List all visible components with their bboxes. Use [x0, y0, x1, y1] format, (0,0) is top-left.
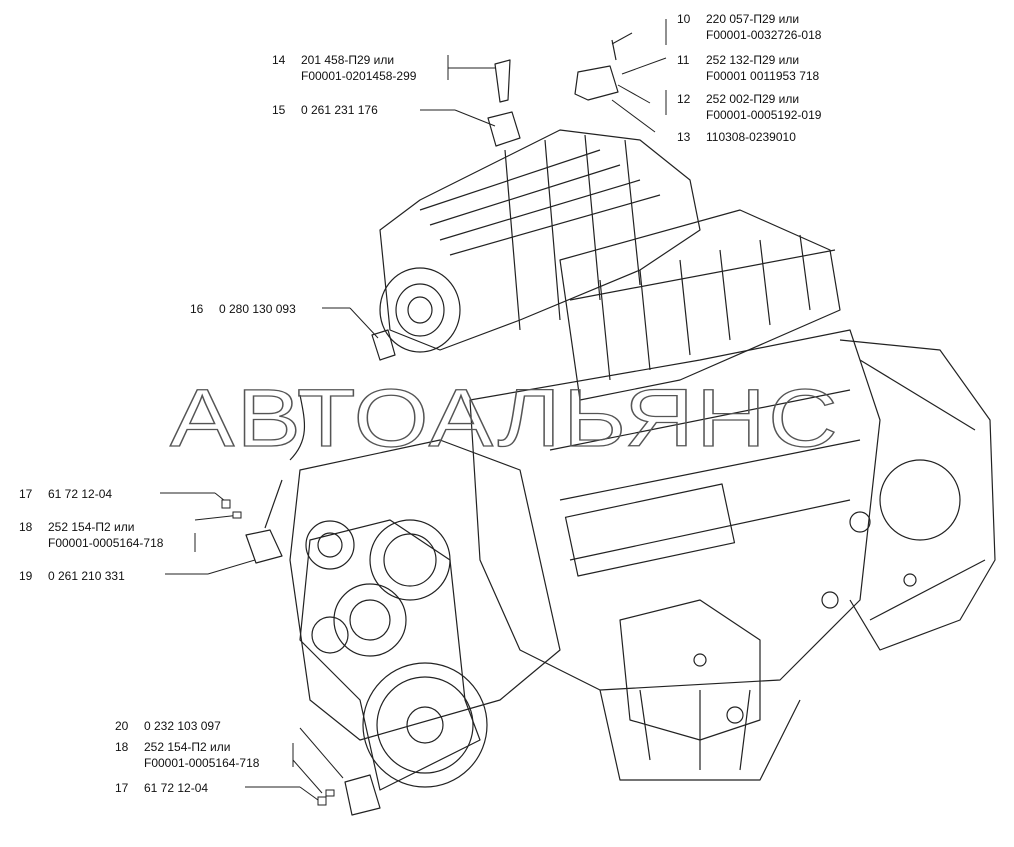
sensor-10-13	[574, 65, 619, 101]
callout-10-line1: 220 057-П29 или	[706, 12, 800, 26]
callout-17b-number: 17	[115, 781, 129, 795]
sensor-19	[245, 529, 283, 564]
sensor-15	[487, 111, 521, 147]
callout-16-number: 16	[190, 302, 204, 316]
crank-pulley	[362, 662, 488, 788]
callout-17a-line1: 61 72 12-04	[48, 487, 113, 501]
callout-18a-line1: 252 154-П2 или	[48, 520, 135, 534]
pulley-tensioner	[311, 616, 349, 654]
callout-15-number: 15	[272, 103, 286, 117]
callout-12-line2: F00001-0005192-019	[706, 108, 822, 122]
lambda-wire	[289, 394, 306, 461]
intake-manifold	[379, 129, 701, 351]
sensor-20	[344, 774, 381, 816]
callout-13-number: 13	[677, 130, 691, 144]
callout-10-number: 10	[677, 12, 691, 26]
pulley-mid	[333, 583, 407, 657]
callout-10-line2: F00001-0032726-018	[706, 28, 822, 42]
callout-14-line1: 201 458-П29 или	[301, 53, 395, 67]
engine-mount	[619, 599, 761, 741]
engine-block	[469, 329, 881, 691]
callout-18a-line2: F00001-0005164-718	[48, 536, 164, 550]
callout-18a-number: 18	[19, 520, 33, 534]
callout-13-line1: 110308-0239010	[706, 130, 796, 144]
callout-11-line2: F00001 0011953 718	[706, 69, 820, 83]
callout-15-line1: 0 261 231 176	[301, 103, 378, 117]
callout-18b-line2: F00001-0005164-718	[144, 756, 260, 770]
callout-18b-number: 18	[115, 740, 129, 754]
callout-19-number: 19	[19, 569, 33, 583]
valve-cover	[559, 209, 841, 401]
timing-cover	[289, 439, 561, 741]
oil-pan	[599, 689, 801, 781]
callout-19-line1: 0 261 210 331	[48, 569, 125, 583]
callout-12-number: 12	[677, 92, 691, 106]
drive-belt	[299, 519, 481, 791]
callout-17b-line1: 61 72 12-04	[144, 781, 209, 795]
bell-housing	[839, 339, 996, 651]
throttle-body	[379, 267, 461, 353]
callout-17a-number: 17	[19, 487, 33, 501]
pulley-upper	[369, 519, 451, 601]
callout-11-line1: 252 132-П29 или	[706, 53, 800, 67]
sensor-16	[371, 329, 396, 361]
sensor-14	[494, 59, 511, 103]
callout-18b-line1: 252 154-П2 или	[144, 740, 231, 754]
callout-12-line1: 252 002-П29 или	[706, 92, 800, 106]
callout-11-number: 11	[677, 53, 690, 67]
callout-16-line1: 0 280 130 093	[219, 302, 296, 316]
callout-20-number: 20	[115, 719, 129, 733]
watermark: АВТОАЛЬЯНС	[170, 373, 840, 464]
pulley-alt	[305, 520, 355, 570]
callout-20-line1: 0 232 103 097	[144, 719, 221, 733]
callout-14-number: 14	[272, 53, 286, 67]
callout-14-line2: F00001-0201458-299	[301, 69, 417, 83]
